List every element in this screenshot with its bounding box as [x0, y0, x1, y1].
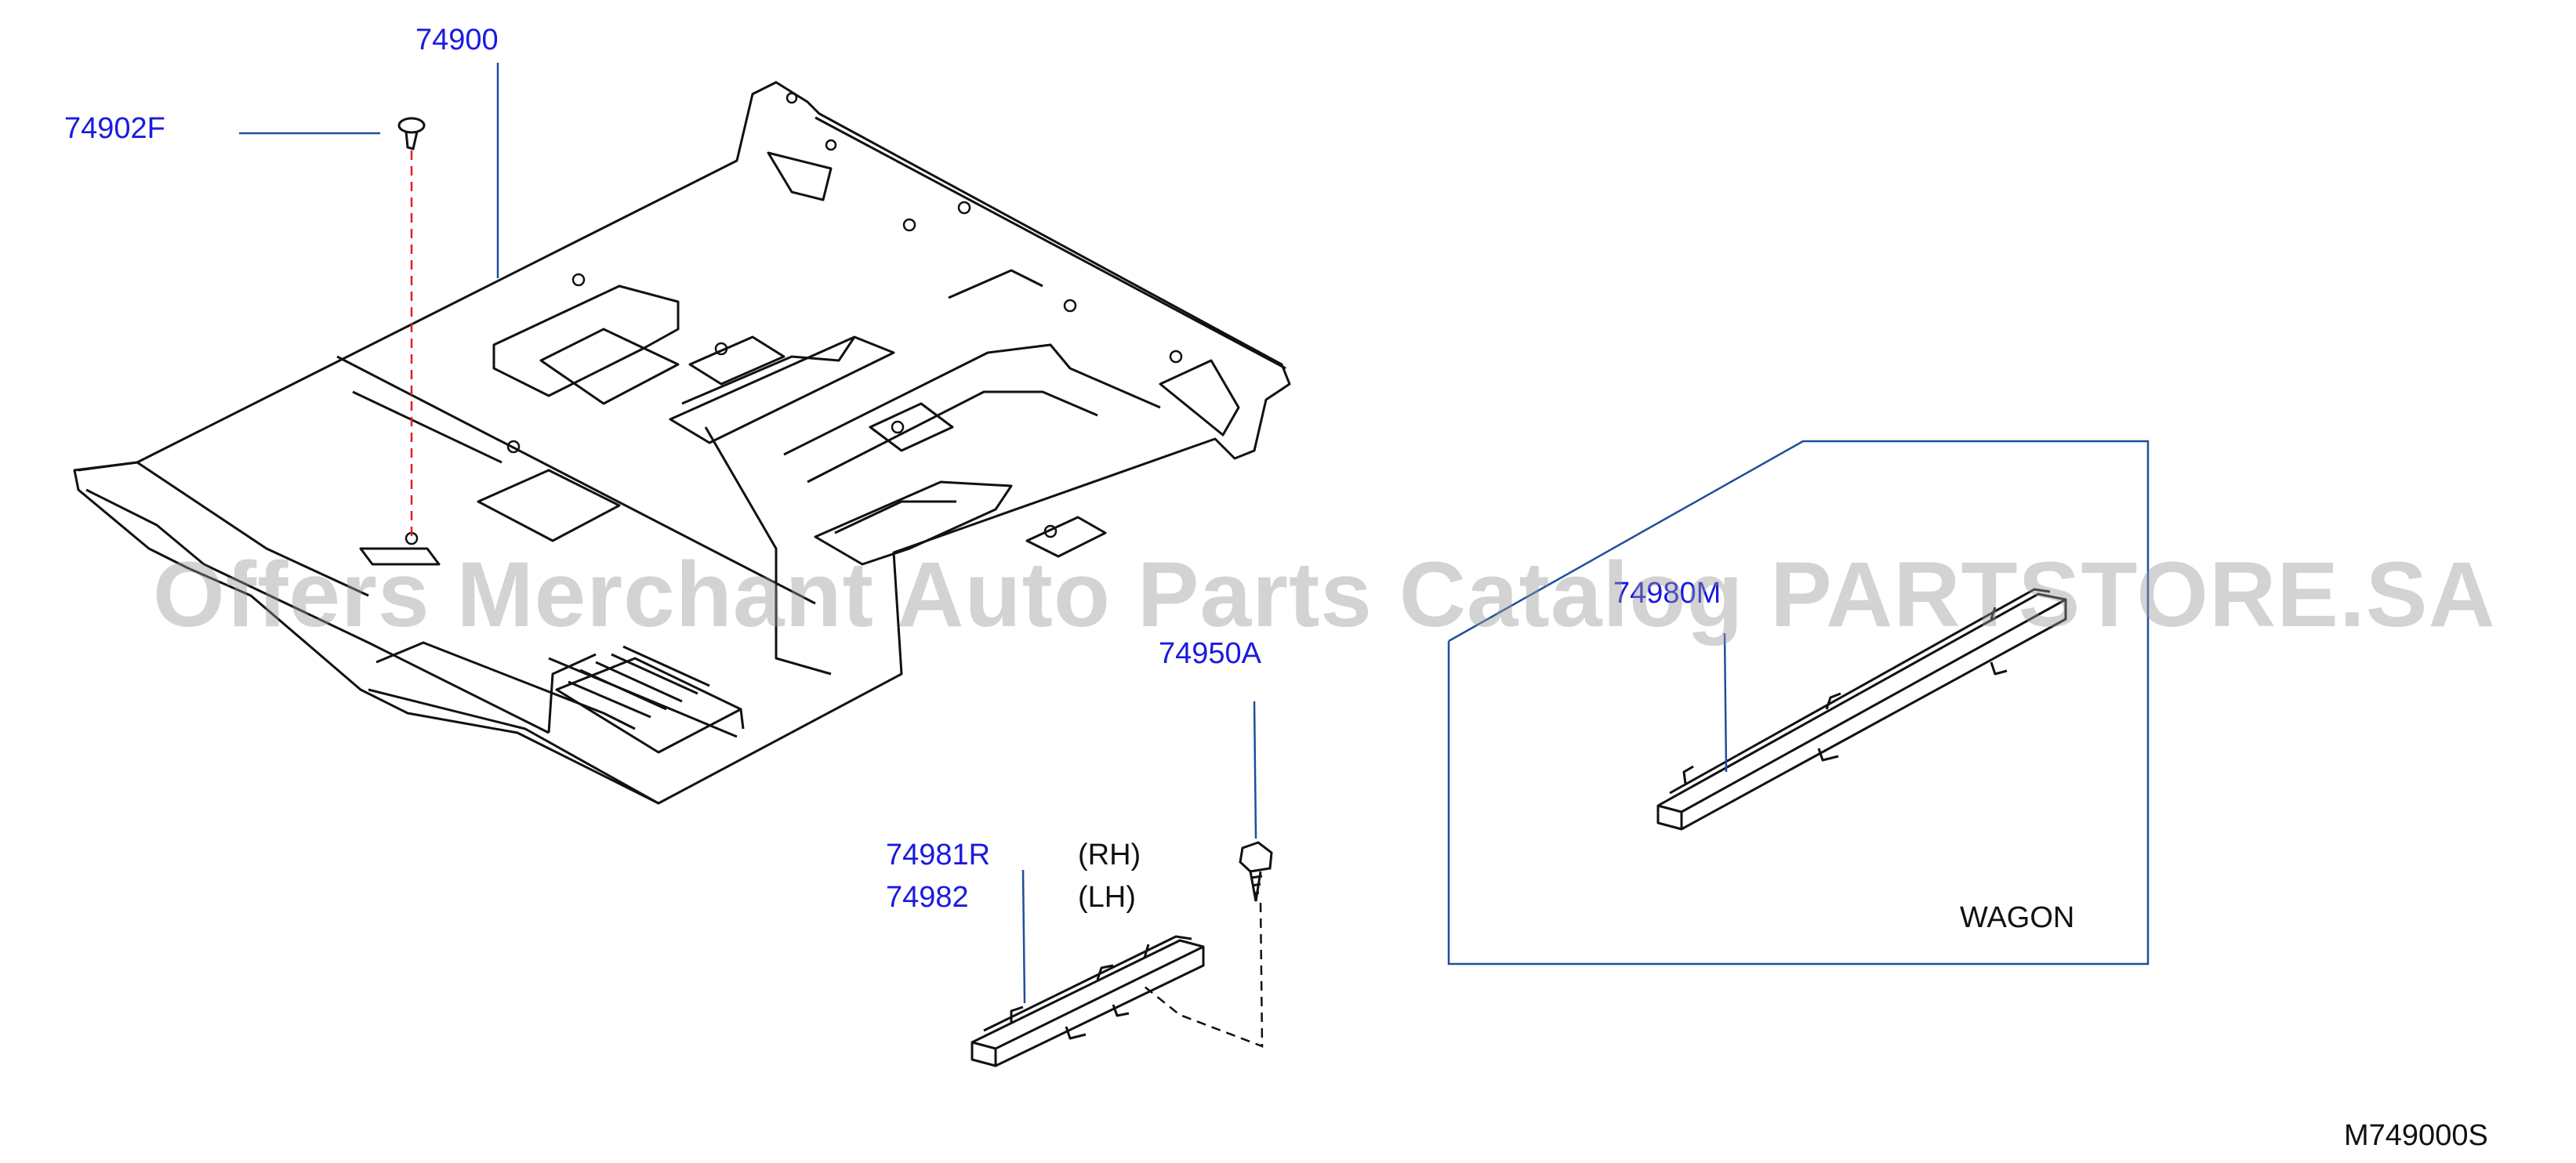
lh-label: (LH)	[1078, 881, 1136, 914]
diagram-code: M749000S	[2344, 1119, 2488, 1152]
watermark: Offers Merchant Auto Parts Catalog PARTS…	[153, 543, 2496, 647]
callout-74900[interactable]: 74900	[415, 24, 499, 56]
clip-74902F-drawing	[397, 117, 426, 150]
floor-holes	[405, 92, 1183, 545]
callout-74950A[interactable]: 74950A	[1159, 637, 1262, 670]
callout-74982[interactable]: 74982	[886, 881, 969, 914]
leader-lines	[239, 63, 1728, 1004]
wagon-kicking-plate-drawing	[1656, 588, 2067, 831]
rh-label: (RH)	[1078, 839, 1141, 871]
callout-74980M[interactable]: 74980M	[1613, 577, 1722, 610]
dashed-lines	[410, 150, 1264, 1048]
callout-74902F[interactable]: 74902F	[64, 112, 165, 145]
wagon-inset-frame	[1447, 440, 2150, 966]
floor-carpet-drawing	[73, 81, 1291, 805]
wagon-label: WAGON	[1960, 901, 2075, 934]
screw-74950A-drawing	[1239, 841, 1273, 902]
kicking-plate-drawing	[971, 935, 1205, 1067]
callout-74981R[interactable]: 74981R	[886, 839, 991, 871]
